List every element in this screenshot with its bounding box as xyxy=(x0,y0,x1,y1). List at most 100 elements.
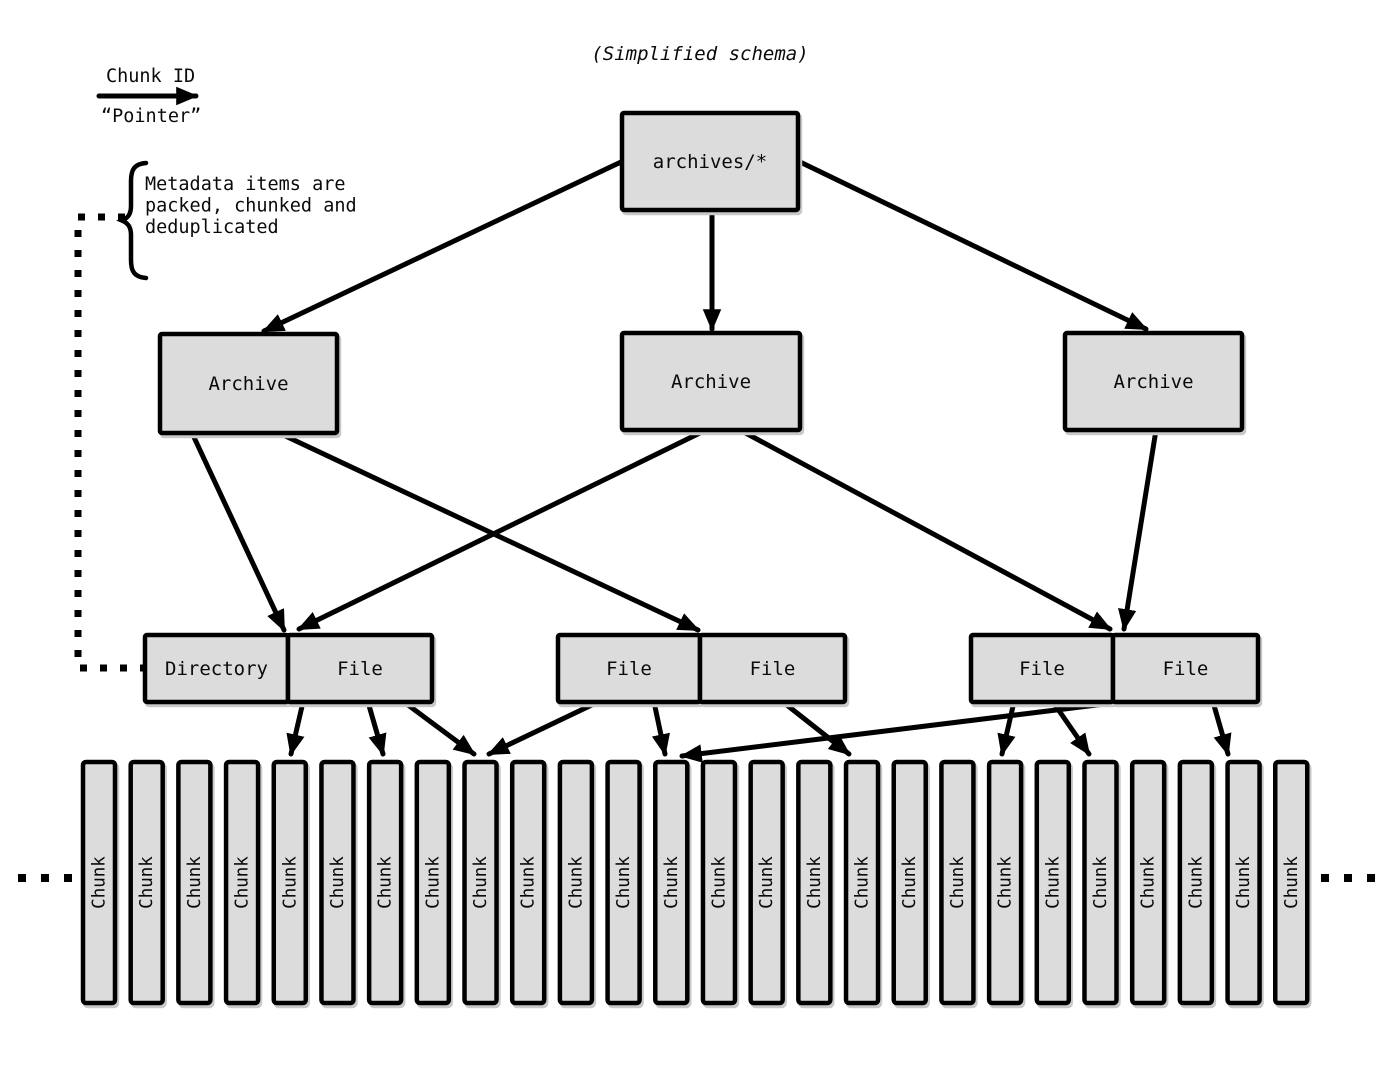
edges-files-to-chunks xyxy=(286,699,1232,763)
chunk-box xyxy=(176,759,213,1006)
node-file-box xyxy=(1110,632,1261,705)
chunk-box xyxy=(653,759,690,1006)
chunk-node: Chunk xyxy=(271,759,309,1006)
edge-pair3-chunk13-shared xyxy=(679,700,1116,763)
chunk-box xyxy=(891,759,928,1006)
node-file-label: File xyxy=(1019,658,1065,680)
chunk-label: Chunk xyxy=(423,856,443,909)
chunk-label: Chunk xyxy=(185,856,205,909)
chunk-label: Chunk xyxy=(1282,856,1302,909)
chunk-label: Chunk xyxy=(900,856,920,909)
chunk-box xyxy=(1177,759,1215,1006)
edge-pair2file1-chunk13 xyxy=(651,699,670,757)
chunk-box xyxy=(605,759,642,1006)
node-root-box xyxy=(619,110,801,213)
chunk-box xyxy=(796,759,833,1006)
node-root-label: archives/* xyxy=(653,151,767,173)
legend-sublabel: “Pointer” xyxy=(101,106,201,127)
node-archive-2-box xyxy=(619,330,803,433)
chunk-node: Chunk xyxy=(700,759,738,1006)
legend: Chunk ID “Pointer” xyxy=(96,66,201,127)
chunk-box xyxy=(366,759,404,1006)
edge-pair3file1-chunk20 xyxy=(997,699,1017,757)
chunk-node: Chunk xyxy=(1177,759,1215,1006)
ellipsis-dot xyxy=(1321,874,1329,882)
chunk-node: Chunk xyxy=(462,759,499,1006)
node-root: archives/* xyxy=(619,110,801,213)
chunk-node: Chunk xyxy=(1034,759,1072,1006)
chunk-box xyxy=(557,759,595,1006)
diagram-title: (Simplified schema) xyxy=(591,43,808,65)
node-directory-label: Directory xyxy=(165,658,268,680)
chunk-row: Chunk Chunk Chunk Chunk Chunk Chunk Chunk Chunk… xyxy=(80,759,1310,1006)
edge-root-archive1 xyxy=(261,159,624,334)
chunk-label: Chunk xyxy=(137,856,157,909)
ellipsis-right xyxy=(1321,874,1375,882)
chunk-node: Chunk xyxy=(414,759,452,1006)
ellipsis-dot xyxy=(64,874,72,882)
edge-archive1-pair2 xyxy=(276,430,701,633)
edge-archive1-pair1 xyxy=(189,430,287,633)
node-archive-2: Archive xyxy=(619,330,803,433)
annotation-line: packed, chunked and xyxy=(145,196,357,217)
chunk-label: Chunk xyxy=(328,856,348,909)
chunk-label: Chunk xyxy=(1139,856,1159,909)
chunk-node: Chunk xyxy=(176,759,213,1006)
node-archive-3: Archive xyxy=(1062,330,1245,433)
chunk-label: Chunk xyxy=(805,856,825,909)
chunk-box xyxy=(414,759,452,1006)
chunk-label: Chunk xyxy=(614,856,634,909)
chunk-box xyxy=(1082,759,1119,1006)
ellipsis-dot xyxy=(18,874,26,882)
chunk-label: Chunk xyxy=(1186,856,1206,909)
node-file-label: File xyxy=(1163,658,1209,680)
chunk-node: Chunk xyxy=(223,759,261,1006)
chunk-node: Chunk xyxy=(748,759,785,1006)
node-file-label: File xyxy=(606,658,652,680)
chunk-node: Chunk xyxy=(366,759,404,1006)
chunk-node: Chunk xyxy=(128,759,165,1006)
chunk-node: Chunk xyxy=(939,759,976,1006)
chunk-label: Chunk xyxy=(519,856,539,909)
chunk-node: Chunk xyxy=(986,759,1024,1006)
chunk-box xyxy=(271,759,309,1006)
metadata-annotation: Metadata items are packed, chunked and d… xyxy=(116,160,357,281)
chunk-label: Chunk xyxy=(662,856,682,909)
chunk-node: Chunk xyxy=(653,759,690,1006)
node-archive-1-box xyxy=(157,331,340,436)
edge-pair1file-chunk7 xyxy=(365,699,387,757)
node-file-label: File xyxy=(337,658,383,680)
chunk-node: Chunk xyxy=(1273,759,1310,1006)
left-brace-icon xyxy=(116,160,149,281)
edge-pair2file2-chunk17 xyxy=(780,699,852,757)
chunk-label: Chunk xyxy=(709,856,729,909)
ellipsis-dot xyxy=(1344,874,1352,882)
ellipsis-left xyxy=(18,874,72,882)
chunk-node: Chunk xyxy=(80,759,118,1006)
dotted-connector xyxy=(74,213,143,672)
edge-pair1file-chunk5 xyxy=(286,699,306,757)
chunk-node: Chunk xyxy=(1129,759,1167,1006)
chunk-box xyxy=(843,759,881,1006)
annotation-line: Metadata items are xyxy=(145,174,345,195)
nodes: archives/* Archive Archive Archive Direc… xyxy=(80,110,1310,1006)
chunk-label: Chunk xyxy=(1234,856,1254,909)
chunk-box xyxy=(1273,759,1310,1006)
edge-root-archive3 xyxy=(795,158,1149,332)
edges-archives-to-files xyxy=(189,427,1159,633)
edge-archive3-pair3 xyxy=(1118,427,1159,632)
chunk-label: Chunk xyxy=(948,856,968,909)
chunk-label: Chunk xyxy=(1091,856,1111,909)
edge-pair2file1-chunk9 xyxy=(486,699,601,757)
chunk-node: Chunk xyxy=(557,759,595,1006)
node-archive-2-label: Archive xyxy=(671,371,751,393)
node-file-box xyxy=(285,632,435,705)
chunk-label: Chunk xyxy=(90,856,110,909)
node-archive-3-box xyxy=(1062,330,1245,433)
edges-root-to-archives xyxy=(261,158,1149,334)
chunk-node: Chunk xyxy=(1225,759,1262,1006)
node-archive-3-label: Archive xyxy=(1113,371,1193,393)
edge-pair1file-chunk9 xyxy=(401,699,477,757)
chunk-node: Chunk xyxy=(1082,759,1119,1006)
